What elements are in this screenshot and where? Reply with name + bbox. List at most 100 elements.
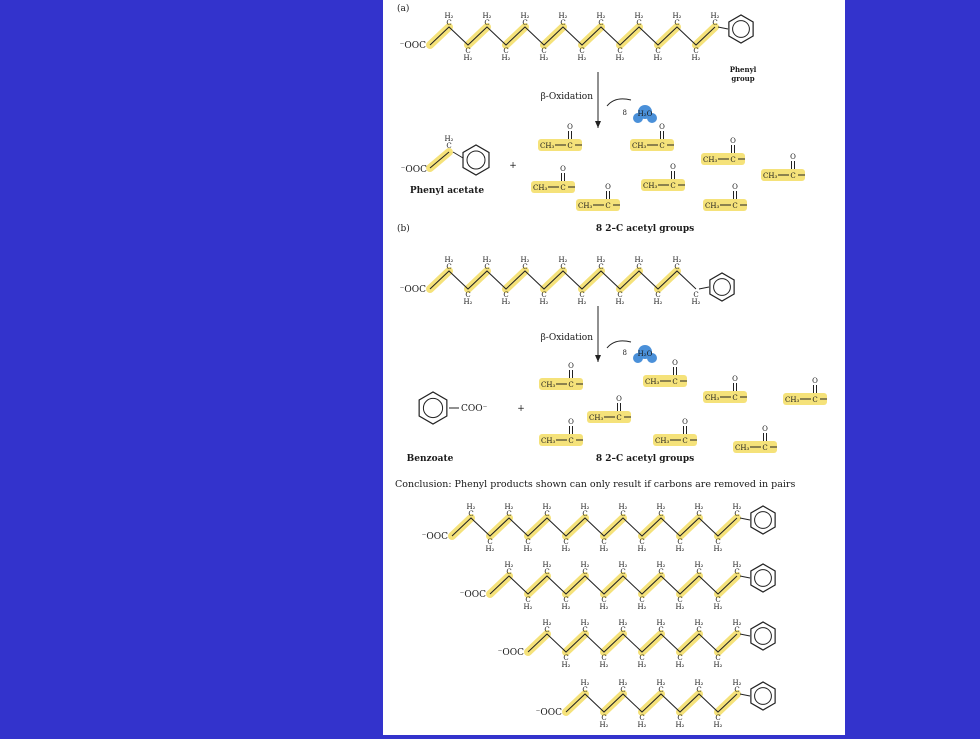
conclusion-chain-4-backbone <box>565 693 738 713</box>
water-a-curve <box>606 98 632 107</box>
acetyl-a-5-carbonyl-oxygen: O <box>560 165 566 173</box>
chain-a-hydrogens: H₂ <box>464 54 473 62</box>
conclusion-chain-2-phenyl-ring-ring <box>750 563 776 593</box>
conclusion-text: Conclusion: Phenyl products shown can on… <box>395 479 795 490</box>
conclusion-chain-4-carbon: C <box>677 714 682 722</box>
conclusion-chain-4-carbon: C <box>620 686 625 694</box>
chain-b-carbon: C <box>541 291 546 299</box>
chain-b-carbon: C <box>484 263 489 271</box>
conclusion-chain-1-carbon: C <box>525 538 530 546</box>
oxidation-label-b: β-Oxidation <box>541 333 594 343</box>
conclusion-chain-1-phenyl-ring <box>750 505 776 535</box>
chain-b-carbon: C <box>503 291 508 299</box>
conclusion-chain-1-hydrogens: H₂ <box>562 545 571 553</box>
conclusion-chain-4-hydrogens: H₂ <box>714 721 723 729</box>
chain-b-hydrogens: H₂ <box>559 256 568 264</box>
conclusion-chain-3-carbon: C <box>582 626 587 634</box>
acetyl-b-5-carbonyl-oxygen: O <box>616 395 622 403</box>
conclusion-chain-4-hydrogens: H₂ <box>638 721 647 729</box>
chain-b-hydrogens: H₂ <box>521 256 530 264</box>
benzoate-ring-ring <box>418 391 448 425</box>
conclusion-chain-2-hydrogens: H₂ <box>600 603 609 611</box>
acetyl-b-7-carbonyl-oxygen: O <box>682 418 688 426</box>
acetyl-b-3-carbonyl-carbon: C <box>732 394 737 402</box>
acetyl-a-2-methyl: CH₃ <box>632 142 646 150</box>
conclusion-chain-4-carboxylate: ⁻OOC <box>536 708 563 718</box>
acetyl-a-3-carbonyl-oxygen: O <box>730 137 736 145</box>
acetyl-groups-label-b: 8 2–C acetyl groups <box>596 454 694 464</box>
conclusion-chain-1-hydrogens: H₂ <box>524 545 533 553</box>
conclusion-chain-2-phenyl-ring-aromatic <box>754 569 772 587</box>
chain-a-carbon: C <box>503 47 508 55</box>
conclusion-chain-1-hydrogens: H₂ <box>695 503 704 511</box>
chain-a-carbon: C <box>693 47 698 55</box>
conclusion-chain-3-carboxylate: ⁻OOC <box>498 648 525 658</box>
chain-a-carbon: C <box>579 47 584 55</box>
conclusion-chain-3-carbon: C <box>715 654 720 662</box>
acetyl-a-2-carbonyl-carbon: C <box>659 142 664 150</box>
chain-a-hydrogens: H₂ <box>692 54 701 62</box>
chain-b-phenyl-ring-aromatic <box>713 278 731 296</box>
phenyl-acetate-ring <box>462 144 490 176</box>
conclusion-chain-1-carbon: C <box>601 538 606 546</box>
chain-a-hydrogens: H₂ <box>445 12 454 20</box>
conclusion-chain-2-carbon: C <box>601 596 606 604</box>
part-a-label: (a) <box>397 3 409 14</box>
benzoate-carboxylate: COO⁻ <box>461 404 488 414</box>
acetyl-a-1-carbonyl-carbon: C <box>567 142 572 150</box>
acetyl-a-7-carbonyl-oxygen: O <box>605 183 611 191</box>
chain-a-hydrogens: H₂ <box>673 12 682 20</box>
chain-b-hydrogens: H₂ <box>483 256 492 264</box>
chain-a: ⁻OOCCH₂CH₂CH₂CH₂CH₂CH₂CH₂CH₂CH₂CH₂CH₂CH₂… <box>400 12 729 62</box>
acetyl-a-7-carbonyl-carbon: C <box>605 202 610 210</box>
chain-a-hydrogens: H₂ <box>711 12 720 20</box>
acetyl-b-1-methyl: CH₃ <box>541 381 555 389</box>
chain-a-phenyl-ring <box>728 14 754 44</box>
acetyl-b-8-carbonyl-oxygen: O <box>762 425 768 433</box>
phenyl-acetate-ring-bond <box>452 151 464 159</box>
conclusion-chain-1-carbon: C <box>696 510 701 518</box>
plus-b: + <box>517 404 525 414</box>
conclusion-chain-1-carbon: C <box>715 538 720 546</box>
conclusion-chain-2-phenyl-bond <box>739 575 751 579</box>
conclusion-chain-1-carbon: C <box>658 510 663 518</box>
phenyl-group-label-1: Phenyl <box>730 65 757 74</box>
conclusion-chain-1-hydrogens: H₂ <box>543 503 552 511</box>
conclusion-chain-1-hydrogens: H₂ <box>467 503 476 511</box>
conclusion-chain-4-phenyl-ring-aromatic <box>754 687 772 705</box>
conclusion-chain-2-hydrogens: H₂ <box>657 561 666 569</box>
conclusion-chain-3-carbon: C <box>601 654 606 662</box>
conclusion-chain-2-hydrogens: H₂ <box>505 561 514 569</box>
conclusion-chain-4-carbon: C <box>658 686 663 694</box>
oxidation-label-a: β-Oxidation <box>541 92 594 102</box>
conclusion-chain-3-hydrogens: H₂ <box>733 619 742 627</box>
acetyl-b-6-carbonyl-carbon: C <box>568 437 573 445</box>
acetyl-b-4-carbonyl-oxygen: O <box>812 377 818 385</box>
conclusion-chain-1-hydrogens: H₂ <box>714 545 723 553</box>
chain-a-hydrogens: H₂ <box>483 12 492 20</box>
conclusion-chain-3-carbon: C <box>620 626 625 634</box>
conclusion-chain-2-hydrogens: H₂ <box>562 603 571 611</box>
arrow-b-head <box>595 355 601 362</box>
chain-b-carbon: C <box>674 263 679 271</box>
conclusion-chain-3-hydrogens: H₂ <box>638 661 647 669</box>
conclusion-chain-1-hydrogens: H₂ <box>486 545 495 553</box>
conclusion-chain-2-carbon: C <box>544 568 549 576</box>
acetyl-a-8-carbonyl-carbon: C <box>732 202 737 210</box>
acetyl-b-4-methyl: CH₃ <box>785 396 799 404</box>
beta-oxidation-diagram: (a)⁻OOCCH₂CH₂CH₂CH₂CH₂CH₂CH₂CH₂CH₂CH₂CH₂… <box>395 3 827 729</box>
acetyl-a-1-carbonyl-oxygen: O <box>567 123 573 131</box>
chain-b-phenyl-bond <box>698 286 710 290</box>
conclusion-chain-3-phenyl-ring-ring <box>750 621 776 651</box>
part-b-label: (b) <box>397 223 410 234</box>
conclusion-chain-2-carbon: C <box>563 596 568 604</box>
chain-b-hydrogens: H₂ <box>616 298 625 306</box>
conclusion-chain-3-hydrogens: H₂ <box>562 661 571 669</box>
